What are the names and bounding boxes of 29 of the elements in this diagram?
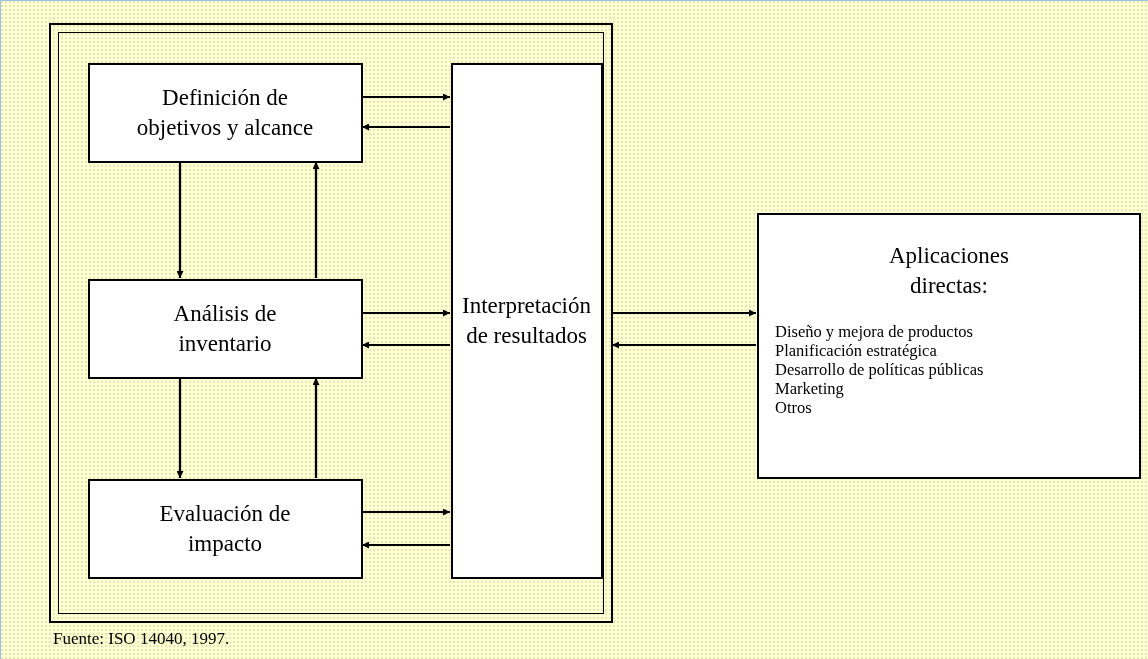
box-label: Evaluación de impacto — [158, 499, 292, 558]
arrow — [176, 378, 184, 478]
box-label: Interpretación de resultados — [461, 291, 592, 350]
box-label: Análisis de inventario — [172, 299, 278, 358]
arrow — [362, 93, 450, 101]
arrow — [362, 508, 450, 516]
box-heading: Aplicaciones directas: — [887, 242, 1011, 300]
list-item: Otros — [775, 398, 812, 418]
arrow — [362, 541, 450, 549]
box-label: Definición de objetivos y alcance — [135, 83, 315, 142]
process-box — [87, 278, 363, 379]
list-box — [757, 213, 1141, 479]
arrow — [312, 162, 320, 278]
frame-box — [49, 23, 613, 623]
arrow — [176, 162, 184, 278]
arrow — [612, 341, 756, 349]
source-note: Fuente: ISO 14040, 1997. — [53, 629, 230, 649]
process-box — [450, 62, 603, 579]
arrow — [362, 341, 450, 349]
list-item: Marketing — [775, 379, 844, 399]
list-item: Diseño y mejora de productos — [775, 322, 973, 342]
arrow — [362, 309, 450, 317]
list-item: Desarrollo de políticas públicas — [775, 360, 984, 380]
arrow — [362, 123, 450, 131]
arrow — [612, 309, 756, 317]
process-box — [87, 62, 363, 163]
process-box — [87, 478, 363, 579]
arrow — [312, 378, 320, 478]
list-item: Planificación estratégica — [775, 341, 937, 361]
